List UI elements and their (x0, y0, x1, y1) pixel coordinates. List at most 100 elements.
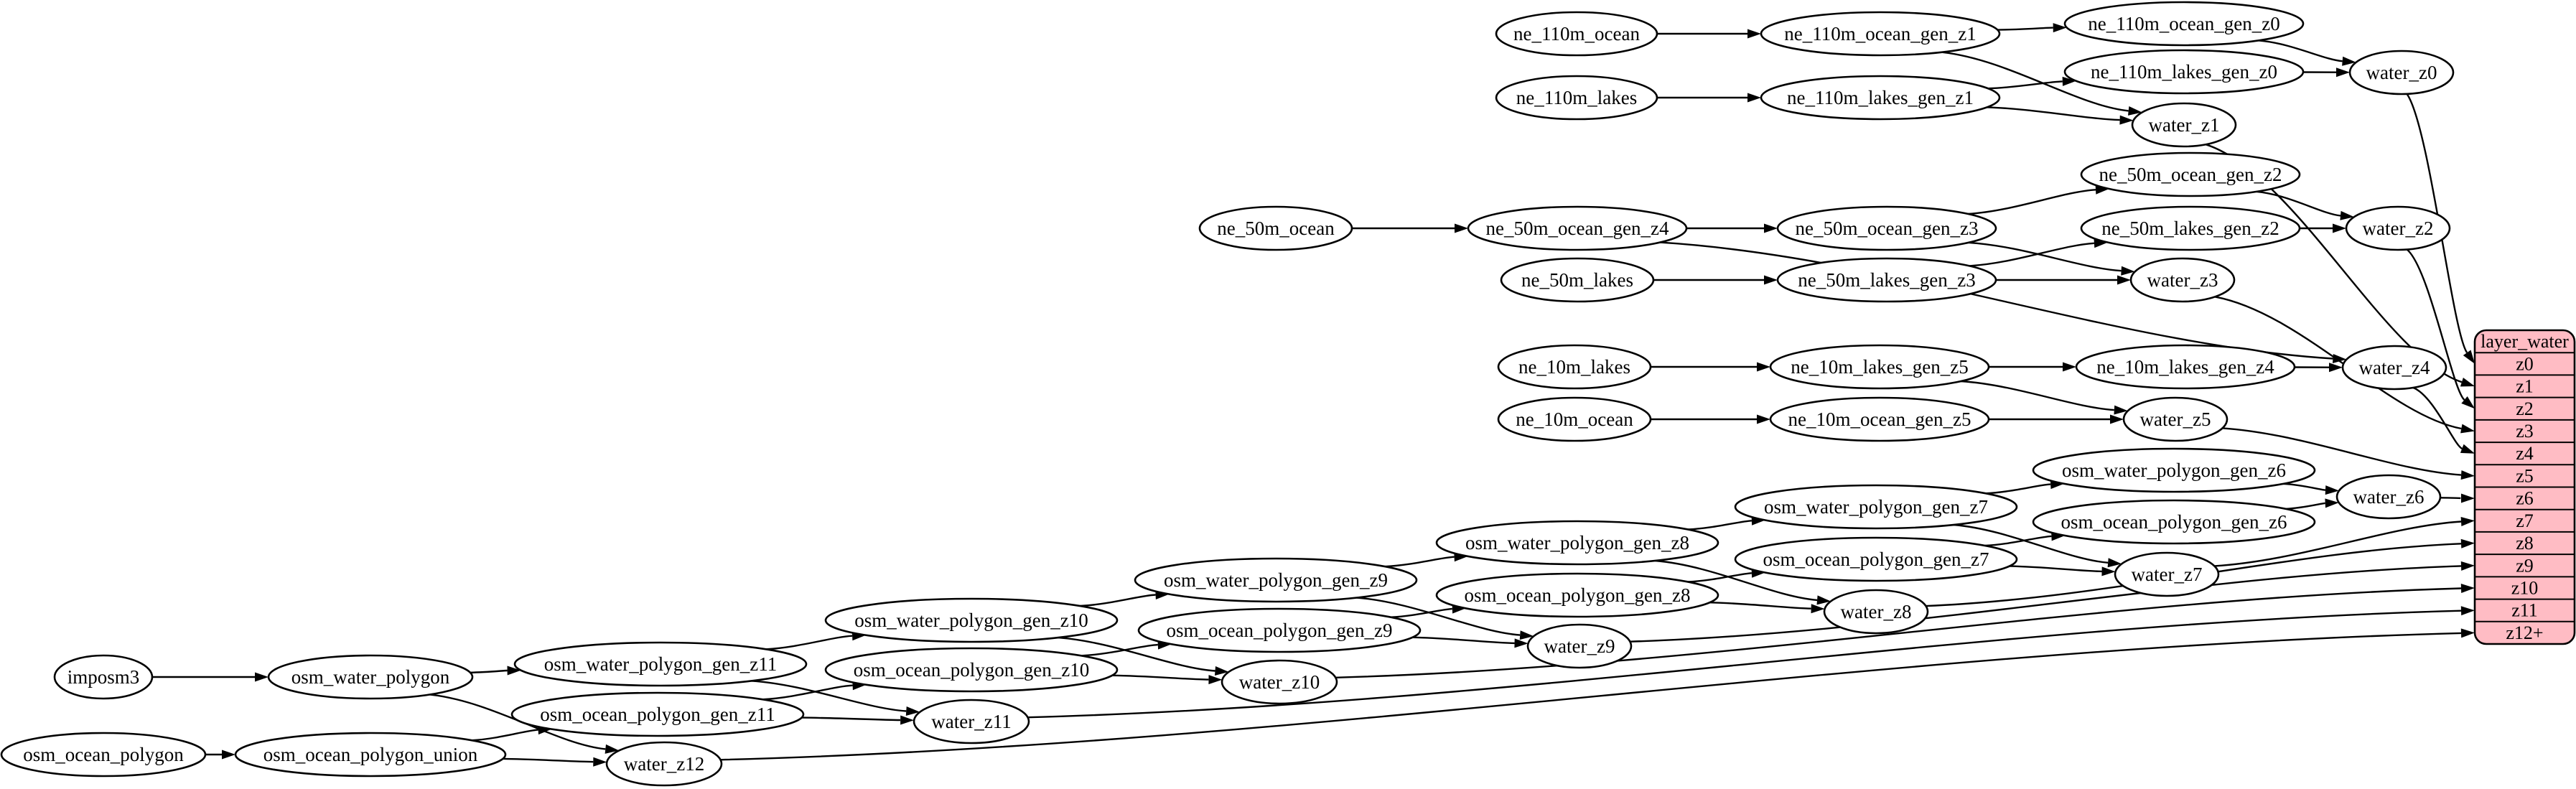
edge-spline (503, 757, 594, 763)
record-row-z7: z7 (2516, 510, 2534, 531)
arrowhead-icon (2463, 350, 2475, 364)
node-label: osm_water_polygon_gen_z8 (1465, 532, 1689, 554)
edge-osm_ocean_polygon_gen_z8-to-water_z8 (1709, 602, 1825, 614)
node-osm_water_polygon_gen_z6: osm_water_polygon_gen_z6 (2032, 447, 2316, 493)
node-label: water_z12 (624, 753, 704, 775)
node-osm_ocean_polygon_gen_z6: osm_ocean_polygon_gen_z6 (2032, 499, 2316, 545)
edge-spline (1112, 674, 1209, 681)
arrowhead-icon (2460, 470, 2475, 480)
node-label: water_z7 (2132, 564, 2203, 585)
arrowhead-icon (2333, 223, 2346, 233)
node-osm_water_polygon_gen_z8: osm_water_polygon_gen_z8 (1435, 520, 1719, 566)
node-osm_ocean_polygon_gen_z9: osm_ocean_polygon_gen_z9 (1137, 607, 1422, 653)
node-shape (510, 691, 805, 737)
arrowhead-icon (2114, 405, 2128, 415)
node-shape (1760, 75, 2001, 121)
node-shape (1734, 536, 2018, 582)
arrowhead-icon (2053, 23, 2067, 33)
edge-spline (720, 632, 2462, 761)
node-water_z9: water_z9 (1526, 623, 1633, 669)
node-label: ne_110m_lakes_gen_z1 (1787, 87, 1974, 108)
edge-ne_10m_lakes-to-ne_10m_lakes_gen_z5 (1651, 362, 1770, 372)
node-label: ne_110m_lakes (1516, 87, 1637, 108)
edge-ne_50m_lakes_gen_z3-to-water_z3 (1996, 275, 2131, 285)
edge-osm_water_polygon_gen_z10-to-osm_water_polygon_gen_z9 (1080, 590, 1170, 607)
node-shape (1497, 344, 1652, 390)
edge-ne_50m_ocean_gen_z2-to-water_z2 (2256, 190, 2354, 220)
node-label: water_z10 (1239, 671, 1320, 693)
node-shape (2075, 344, 2296, 390)
edge-spline (2285, 502, 2325, 510)
arrowhead-icon (2461, 493, 2475, 503)
node-label: osm_water_polygon_gen_z11 (544, 653, 777, 675)
arrowhead-icon (2340, 210, 2354, 220)
edge-spline (801, 716, 901, 722)
node-label: osm_water_polygon_gen_z6 (2062, 459, 2286, 481)
edge-ne_110m_lakes_gen_z1-to-ne_110m_lakes_gen_z0 (1988, 76, 2076, 90)
arrowhead-icon (2460, 628, 2475, 638)
edge-imposm3-to-osm_water_polygon (151, 672, 269, 682)
node-shape (2032, 499, 2316, 545)
edge-ne_10m_lakes_gen_z5-to-water_z5 (1961, 380, 2128, 415)
arrowhead-icon (2342, 56, 2356, 66)
edge-water_z4-to-layer_water-z4 (2412, 386, 2475, 454)
record-row-z9: z9 (2516, 555, 2534, 576)
edge-ne_50m_lakes_gen_z3-to-ne_50m_lakes_gen_z2 (1969, 238, 2108, 267)
node-water_z10: water_z10 (1221, 659, 1338, 705)
arrowhead-icon (1764, 275, 1778, 285)
edge-spline (1058, 636, 1215, 672)
edge-spline (1968, 241, 2122, 272)
arrowhead-icon (2063, 362, 2076, 372)
edge-spline (1987, 106, 2120, 121)
edge-spline (1988, 80, 2063, 90)
edge-spline (1412, 636, 1515, 645)
arrowhead-icon (1747, 29, 1761, 39)
edge-spline (1688, 572, 1752, 583)
edge-osm_water_polygon_gen_z8-to-water_z8 (1655, 559, 1831, 605)
node-osm_ocean_polygon_gen_z8: osm_ocean_polygon_gen_z8 (1435, 572, 1719, 618)
arrowhead-icon (605, 744, 620, 754)
arrowhead-icon (1519, 630, 1534, 640)
edge-ne_50m_ocean_gen_z4-to-water_z4 (1659, 241, 2347, 363)
node-label: water_z11 (931, 711, 1011, 732)
node-shape (913, 699, 1030, 744)
node-label: ne_10m_ocean_gen_z5 (1788, 408, 1971, 430)
node-ne_110m_lakes_gen_z1: ne_110m_lakes_gen_z1 (1760, 75, 2001, 121)
arrowhead-icon (2460, 538, 2475, 548)
edge-water_z5-to-layer_water-z5 (2222, 427, 2475, 480)
edge-osm_water_polygon_gen_z11-to-osm_water_polygon_gen_z10 (765, 631, 867, 650)
node-label: ne_10m_ocean (1516, 408, 1633, 430)
edge-spline (2009, 565, 2102, 573)
node-label: water_z9 (1544, 635, 1615, 657)
node-label: osm_ocean_polygon_gen_z9 (1167, 620, 1393, 641)
node-shape (824, 647, 1119, 693)
edge-spline (1335, 587, 2462, 678)
arrowhead-icon (2107, 558, 2122, 568)
edge-ne_50m_lakes_gen_z2-to-water_z2 (2300, 223, 2346, 233)
node-shape (1497, 396, 1652, 442)
node-osm_ocean_polygon_gen_z11: osm_ocean_polygon_gen_z11 (510, 691, 805, 737)
edge-spline (1953, 523, 2109, 564)
edge-spline (1968, 189, 2096, 215)
node-osm_ocean_polygon_union: osm_ocean_polygon_union (234, 732, 507, 778)
edge-spline (751, 680, 907, 712)
edge-water_z10-to-layer_water-z10 (1335, 584, 2475, 678)
node-water_z11: water_z11 (913, 699, 1030, 744)
arrowhead-icon (593, 757, 607, 767)
edge-osm_water_polygon_gen_z9-to-water_z9 (1356, 597, 1534, 640)
node-shape (1769, 396, 1990, 442)
node-water_z5: water_z5 (2122, 396, 2229, 442)
edge-ne_10m_ocean-to-ne_10m_ocean_gen_z5 (1651, 414, 1770, 424)
node-water_z6: water_z6 (2335, 474, 2442, 520)
edge-spline (765, 635, 853, 650)
edge-osm_water_polygon_gen_z10-to-water_z10 (1058, 636, 1229, 676)
edge-spline (1997, 27, 2053, 31)
edge-osm_water_polygon_gen_z6-to-water_z6 (2283, 482, 2339, 495)
arrowhead-icon (2110, 414, 2124, 424)
node-shape (2080, 151, 2301, 197)
edge-osm_ocean_polygon_gen_z6-to-water_z6 (2285, 498, 2339, 510)
node-shape (1776, 257, 1997, 303)
node-shape (1134, 557, 1418, 603)
